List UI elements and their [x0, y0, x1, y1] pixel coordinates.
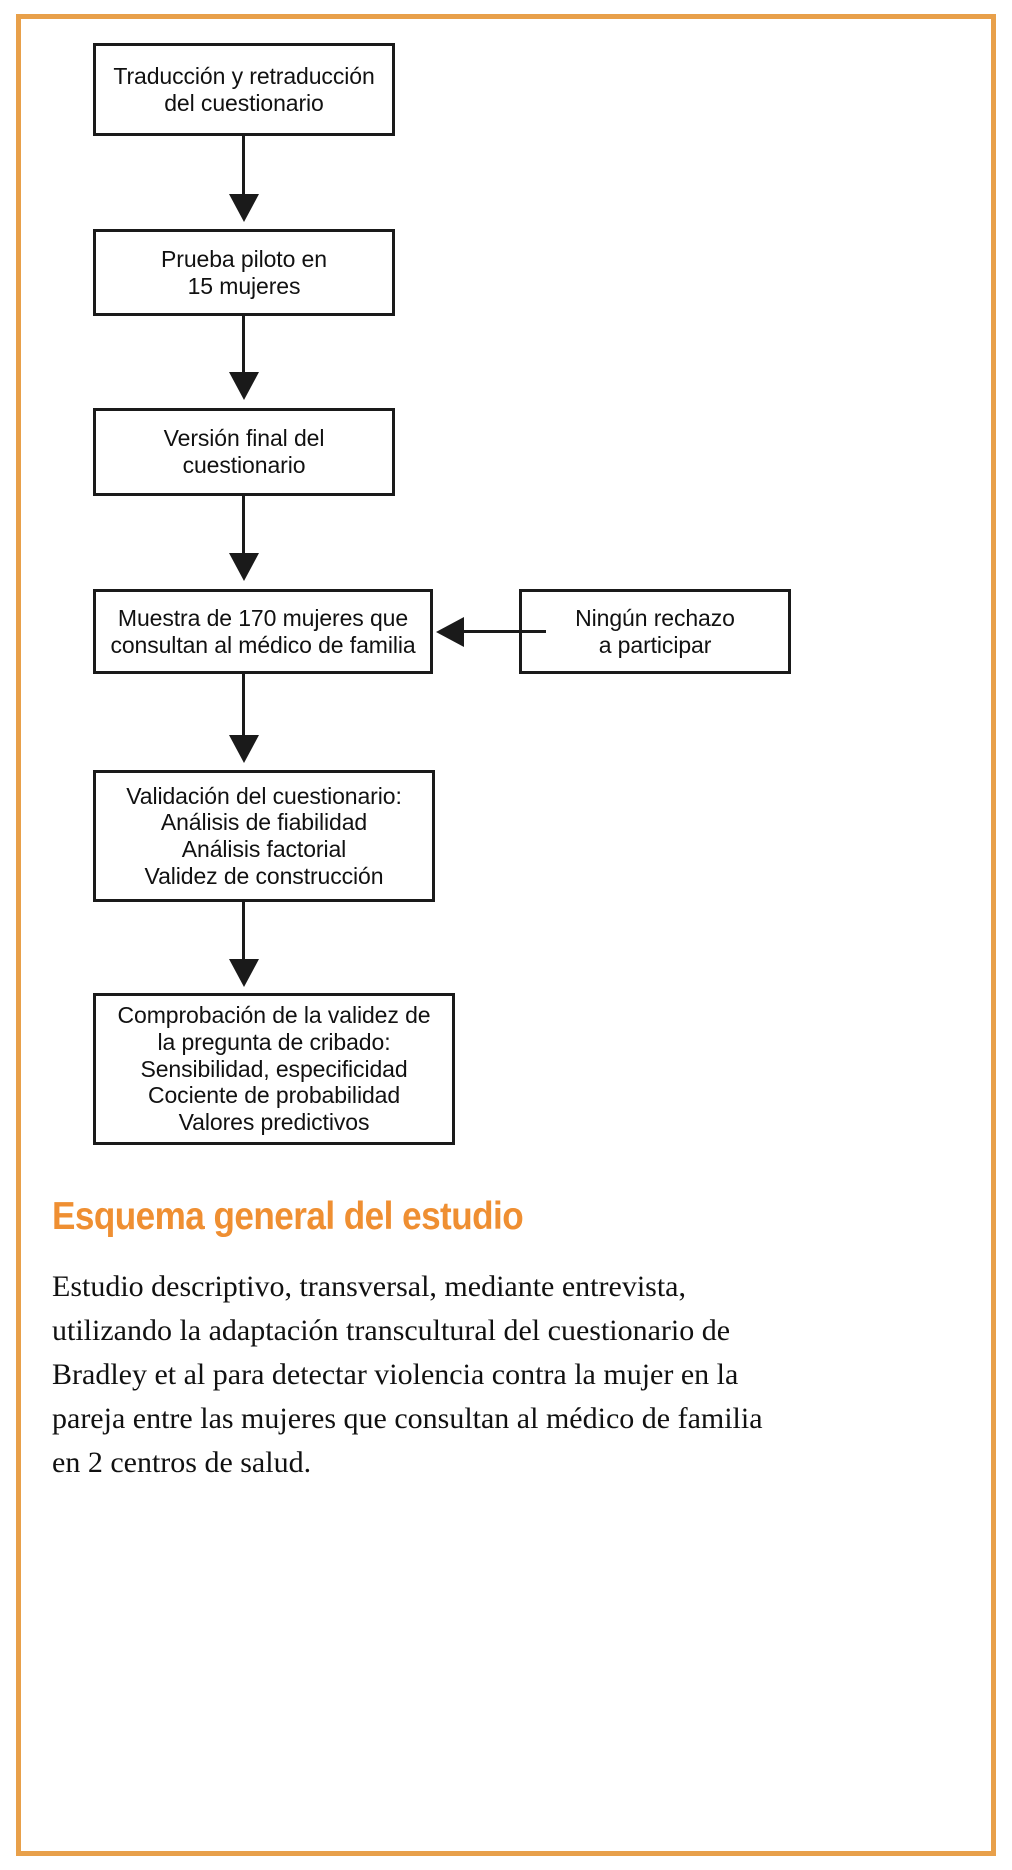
flow-node-version-final-label: Versión final del cuestionario [163, 425, 325, 478]
arrow-traduccion-to-piloto-head-icon [229, 194, 259, 222]
arrow-traduccion-to-piloto-line [242, 136, 245, 202]
flow-node-traduccion-label: Traducción y retraducción del cuestionar… [113, 62, 375, 116]
flow-node-prueba-piloto: Prueba piloto en 15 mujeres [93, 229, 395, 316]
flow-node-comprobacion: Comprobación de la validez de la pregunt… [93, 993, 455, 1145]
arrow-rechazo-to-muestra-head-icon [436, 617, 464, 647]
flow-node-traduccion: Traducción y retraducción del cuestionar… [93, 43, 395, 136]
caption-title: Esquema general del estudio [52, 1195, 524, 1238]
caption-body: Estudio descriptivo, transversal, median… [52, 1270, 763, 1480]
flow-node-comprobacion-label: Comprobación de la validez de la pregunt… [117, 1002, 431, 1135]
flow-node-muestra-label: Muestra de 170 mujeres que consultan al … [110, 604, 416, 658]
caption: Esquema general del estudio Estudio desc… [52, 1195, 942, 1485]
figure-frame [16, 14, 996, 1856]
flow-node-version-final: Versión final del cuestionario [93, 408, 395, 496]
flow-node-muestra: Muestra de 170 mujeres que consultan al … [93, 589, 433, 674]
arrow-version-to-muestra-line [242, 496, 245, 556]
arrow-muestra-to-validacion-line [242, 674, 245, 738]
flow-node-validacion-label: Validación del cuestionario: Análisis de… [126, 782, 402, 889]
arrow-validacion-to-comprobacion-head-icon [229, 959, 259, 987]
flow-node-prueba-piloto-label: Prueba piloto en 15 mujeres [161, 245, 327, 299]
flow-node-validacion: Validación del cuestionario: Análisis de… [93, 770, 435, 902]
arrow-rechazo-to-muestra-line [464, 630, 546, 633]
arrow-muestra-to-validacion-head-icon [229, 735, 259, 763]
flow-node-ningun-rechazo-label: Ningún rechazo a participar [575, 604, 735, 658]
arrow-piloto-to-version-head-icon [229, 372, 259, 400]
flow-node-ningun-rechazo: Ningún rechazo a participar [519, 589, 791, 674]
arrow-piloto-to-version-line [242, 316, 245, 375]
arrow-version-to-muestra-head-icon [229, 553, 259, 581]
arrow-validacion-to-comprobacion-line [242, 902, 245, 962]
